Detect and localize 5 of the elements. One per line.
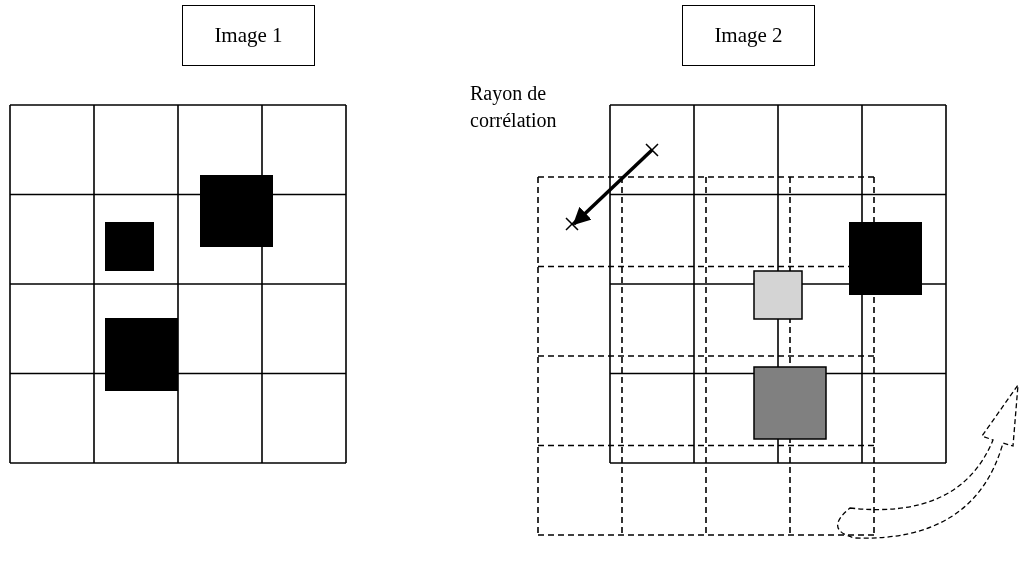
title-box <box>682 5 815 66</box>
radius-label: Rayon de corrélation <box>470 81 558 133</box>
image-title: Image 1 <box>214 23 283 48</box>
title-box <box>182 5 315 66</box>
image-title: Image 2 <box>714 23 783 48</box>
